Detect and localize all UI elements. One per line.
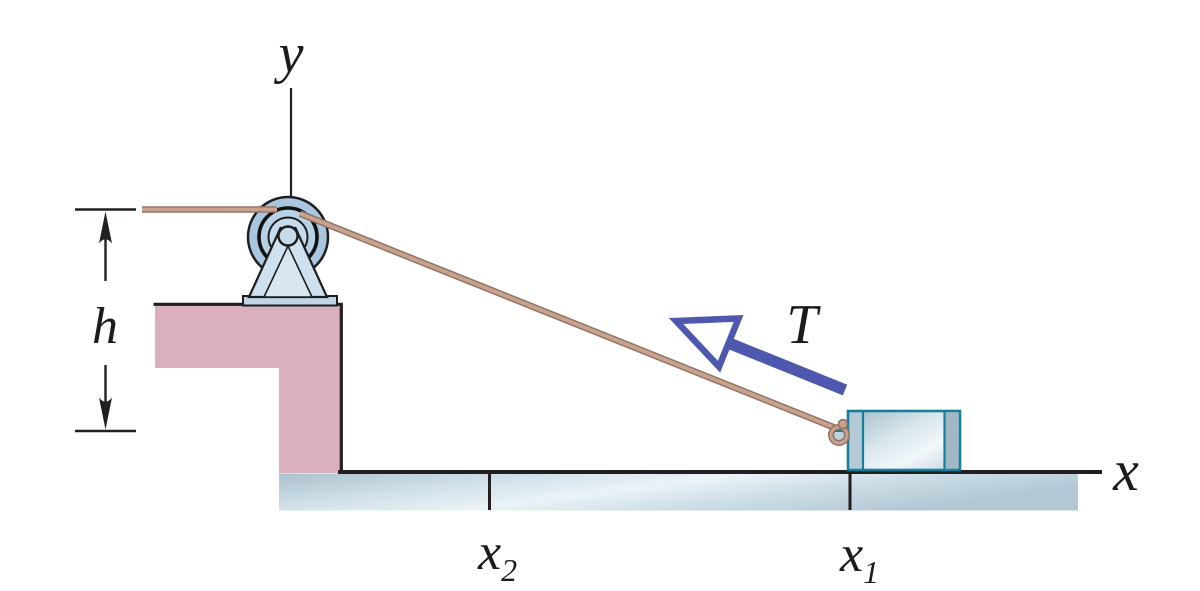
block [846,409,962,472]
x2-label: x2 [477,524,517,588]
h-down-arrowhead-icon [99,397,112,430]
y-axis-label: y [274,23,304,85]
block-left-panel [849,412,863,469]
x2-label-subscript: 2 [501,552,517,588]
block-right-panel [944,412,959,469]
x2-label-base: x [477,524,501,581]
bracket-inner-panel [262,244,314,298]
tension-label: T [786,294,821,356]
pedestal [155,305,340,473]
pulley-axle-hub [277,225,299,247]
rope-angled [299,211,844,433]
x-axis-label: x [1112,438,1139,503]
x1-label-base: x [839,526,863,583]
tension-arrow-shaft [728,338,848,396]
x1-label: x1 [839,526,879,590]
h-dimension-label: h [92,298,118,355]
ground-slab [279,473,1078,511]
tension-arrowhead-icon [668,315,744,373]
x1-label-subscript: 1 [863,554,879,590]
h-up-arrowhead-icon [99,211,112,244]
pedestal-outline [153,302,343,473]
rope-knot-bulge [837,418,849,430]
